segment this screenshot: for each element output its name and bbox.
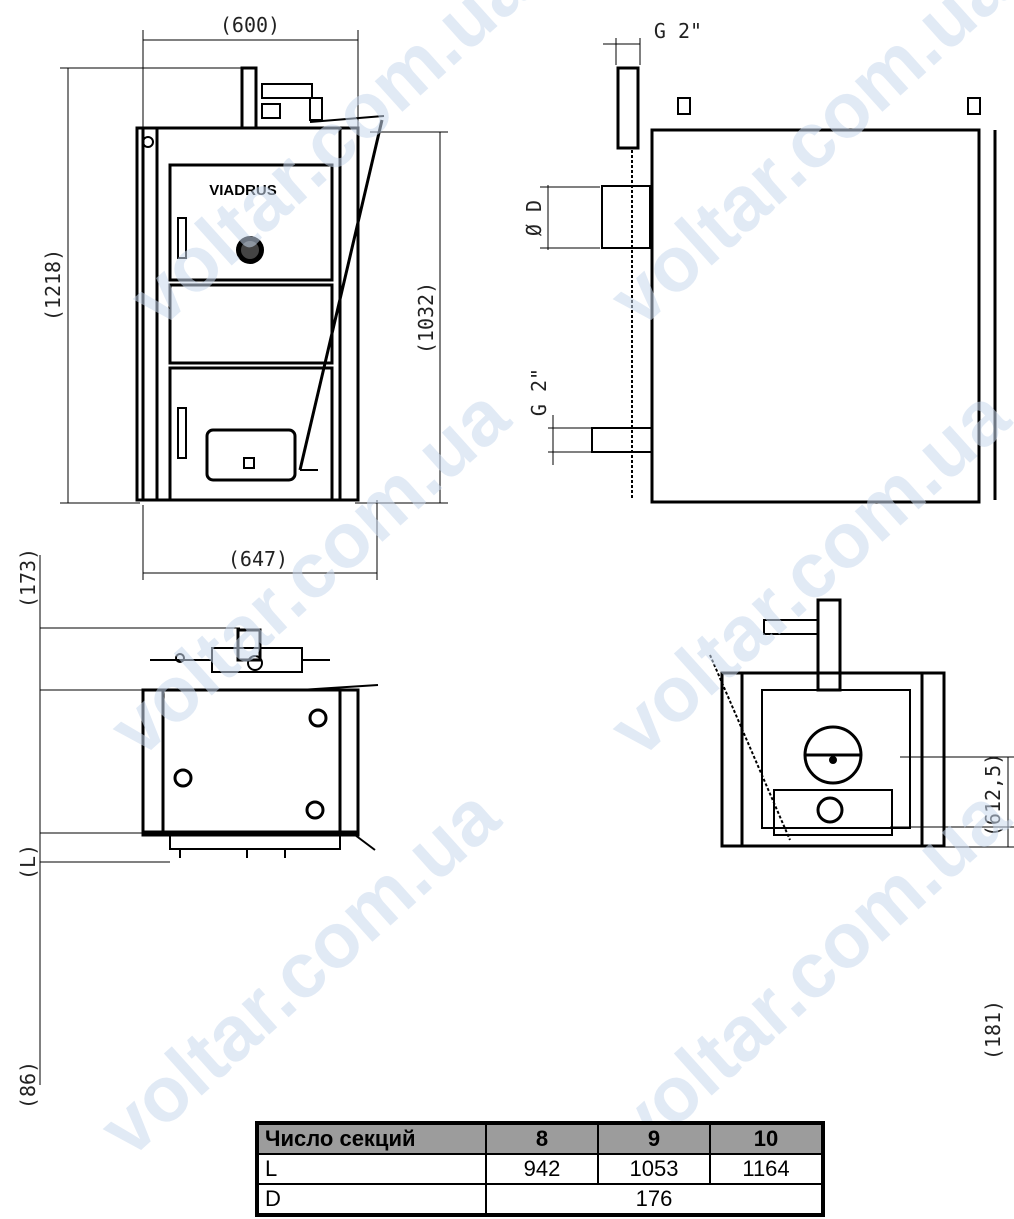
row-L-label: L — [257, 1153, 487, 1185]
row-L-value-9: 1053 — [597, 1153, 711, 1185]
top-dim-bottom-label: (86) — [16, 1061, 40, 1109]
table-row-D: D 176 — [257, 1183, 823, 1215]
rear-height-lower-label: (181) — [981, 1000, 1005, 1060]
brand-label: VIADRUS — [209, 182, 277, 199]
header-col-9: 9 — [597, 1123, 711, 1155]
front-width-top-label: (600) — [220, 13, 280, 37]
side-diameter-label: Ø D — [522, 200, 546, 236]
watermark-2: voltar.com.ua — [592, 0, 1014, 343]
side-connection-bottom-label: G 2" — [527, 368, 551, 416]
row-L-value-8: 942 — [485, 1153, 599, 1185]
front-width-bottom-label: (647) — [228, 547, 288, 571]
table-row-L: L 942 1053 1164 — [257, 1153, 823, 1185]
header-label: Число секций — [257, 1123, 487, 1155]
side-connection-top-label: G 2" — [654, 19, 702, 43]
front-height-total-label: (1218) — [41, 249, 65, 321]
top-length-label: (L) — [16, 844, 40, 880]
rear-height-upper-label: (612,5) — [981, 753, 1005, 837]
watermark-6: voltar.com.ua — [592, 770, 1014, 1172]
watermark-4: voltar.com.ua — [592, 370, 1014, 772]
top-view: (173) (L) (86) — [16, 548, 379, 1109]
header-col-8: 8 — [485, 1123, 599, 1155]
rear-view: (612,5) (181) — [709, 598, 1014, 1060]
header-col-10: 10 — [709, 1123, 823, 1155]
front-view: (600) (1218) (1032) (647) VIADRUS — [41, 13, 448, 580]
side-view: G 2" Ø D G 2" — [522, 19, 997, 504]
row-L-value-10: 1164 — [709, 1153, 823, 1185]
watermark-1: voltar.com.ua — [112, 0, 545, 343]
top-dim-top-label: (173) — [16, 548, 40, 608]
front-height-body-label: (1032) — [414, 282, 438, 354]
row-D-value: 176 — [485, 1183, 823, 1215]
row-D-label: D — [257, 1183, 487, 1215]
sections-table: Число секций 8 9 10 L 942 1053 1164 D 17… — [255, 1121, 825, 1217]
table-header-row: Число секций 8 9 10 — [257, 1123, 823, 1155]
watermark-layer: voltar.com.ua voltar.com.ua voltar.com.u… — [82, 0, 1014, 1173]
